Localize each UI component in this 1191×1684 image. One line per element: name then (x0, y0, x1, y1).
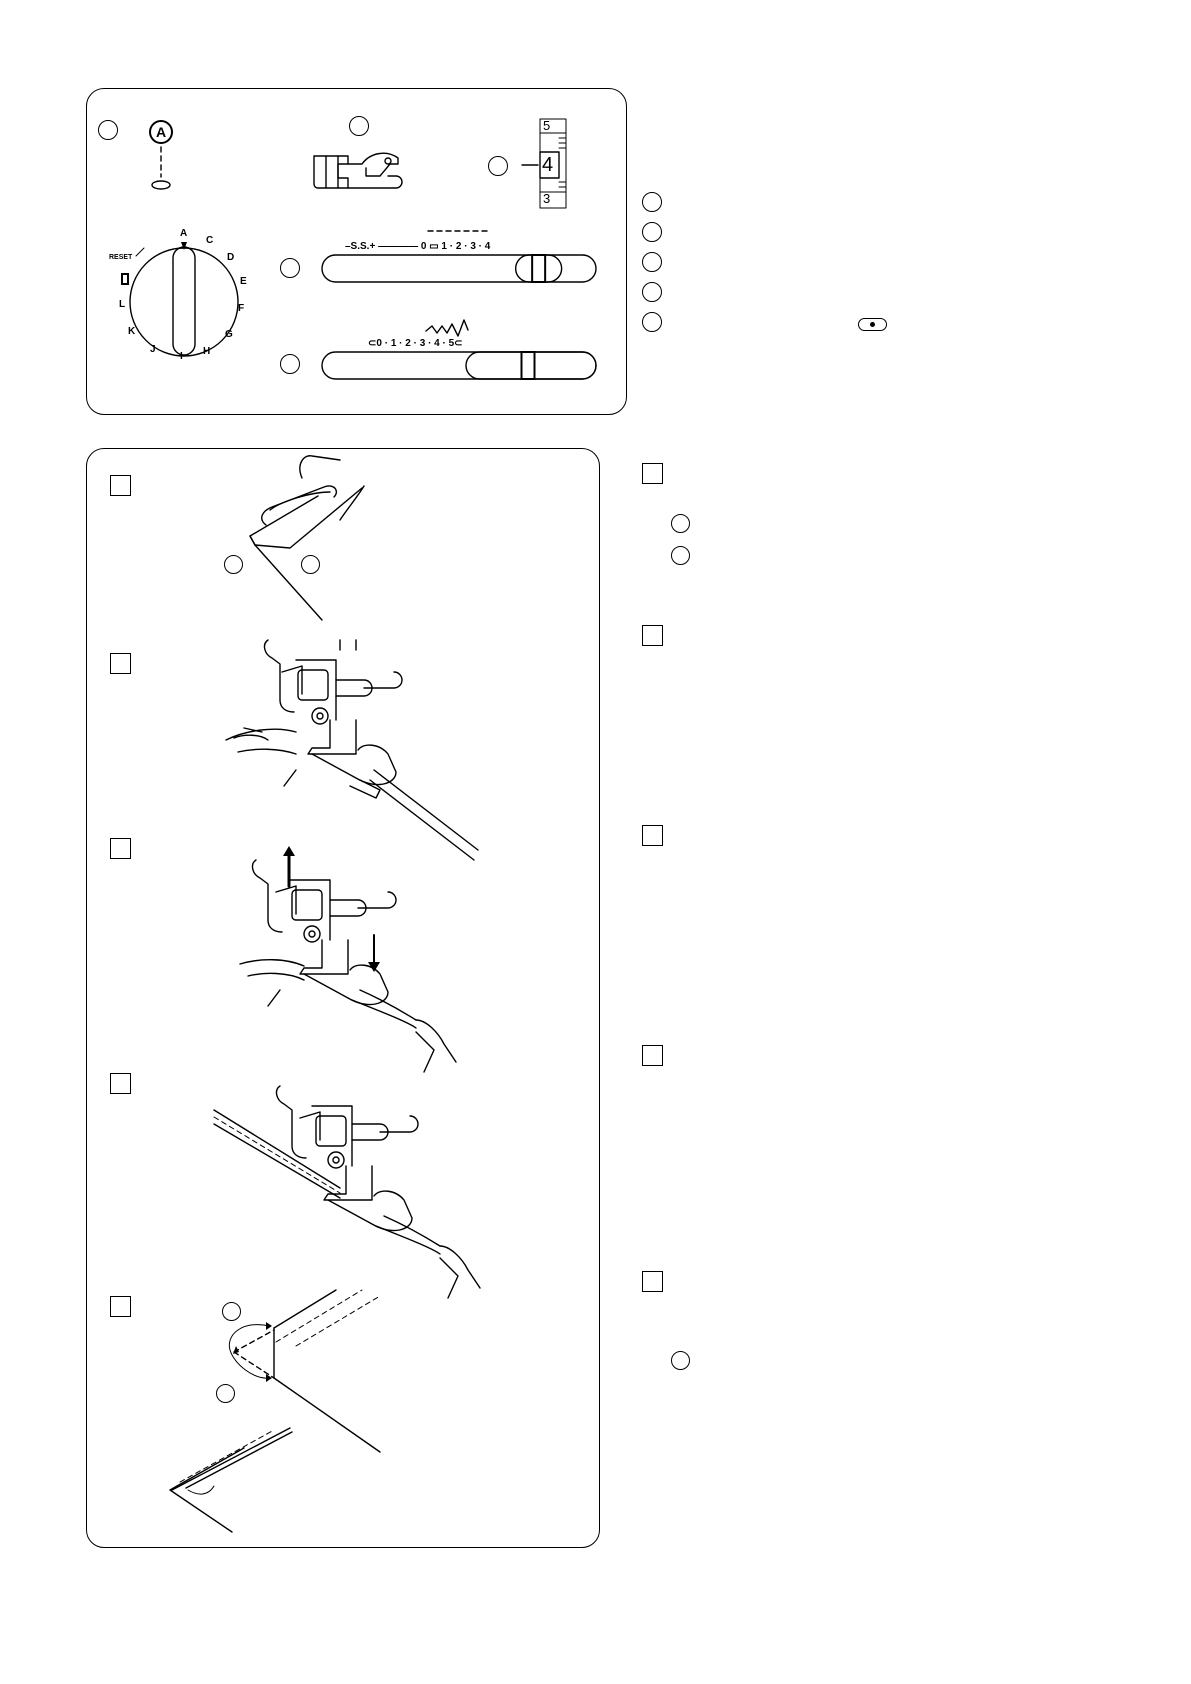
callout-circle (301, 555, 320, 574)
tension-number-4: 4 (542, 154, 554, 176)
dial-letter-f: F (238, 303, 245, 314)
callout-circle (488, 156, 508, 176)
callout-circle (671, 514, 690, 533)
callout-circle (642, 192, 662, 212)
callout-circle (642, 312, 662, 332)
dial-letter-l: L (119, 299, 126, 310)
pressure-dial-mark: A (149, 120, 173, 144)
callout-circle (671, 546, 690, 565)
step-box (110, 1296, 131, 1317)
tension-number-5: 5 (543, 118, 551, 133)
callout-circle (642, 282, 662, 302)
callout-circle (280, 354, 300, 374)
step-box (642, 1045, 663, 1066)
stitch-width-scale: ⊂0 · 1 · 2 · 3 · 4 · 5⊂ (368, 338, 463, 349)
stitch-position-icon (858, 318, 887, 331)
callout-circle (222, 1302, 241, 1321)
step-box (642, 463, 663, 484)
step-box (110, 653, 131, 674)
stitch-length-scale: –S.S.+ ———— 0 ▭ 1 · 2 · 3 · 4 (345, 241, 491, 252)
dial-letter-a: A (180, 228, 188, 239)
dial-letter-c: C (206, 235, 214, 246)
step-box (110, 475, 131, 496)
dial-letter-e: E (240, 276, 247, 287)
dial-letter-g: G (225, 329, 233, 340)
step-box (110, 1073, 131, 1094)
tension-number-3: 3 (543, 191, 551, 206)
dial-reset-label: RESET (109, 254, 133, 261)
dial-letter-i: I (180, 351, 183, 362)
dial-letter-h: H (203, 346, 211, 357)
step-box (642, 625, 663, 646)
step-box (110, 838, 131, 859)
settings-panel (86, 88, 627, 415)
step-box (642, 1271, 663, 1292)
callout-circle (280, 258, 300, 278)
step-box (642, 825, 663, 846)
callout-circle (224, 555, 243, 574)
dial-letter-j: J (150, 344, 156, 355)
callout-circle (98, 120, 118, 140)
callout-circle (349, 116, 369, 136)
dial-letter-k: K (128, 326, 136, 337)
steps-panel (86, 448, 600, 1548)
callout-circle (671, 1351, 690, 1370)
callout-circle (216, 1384, 235, 1403)
callout-circle (642, 222, 662, 242)
callout-circle (642, 252, 662, 272)
dial-letter-d: D (227, 252, 235, 263)
